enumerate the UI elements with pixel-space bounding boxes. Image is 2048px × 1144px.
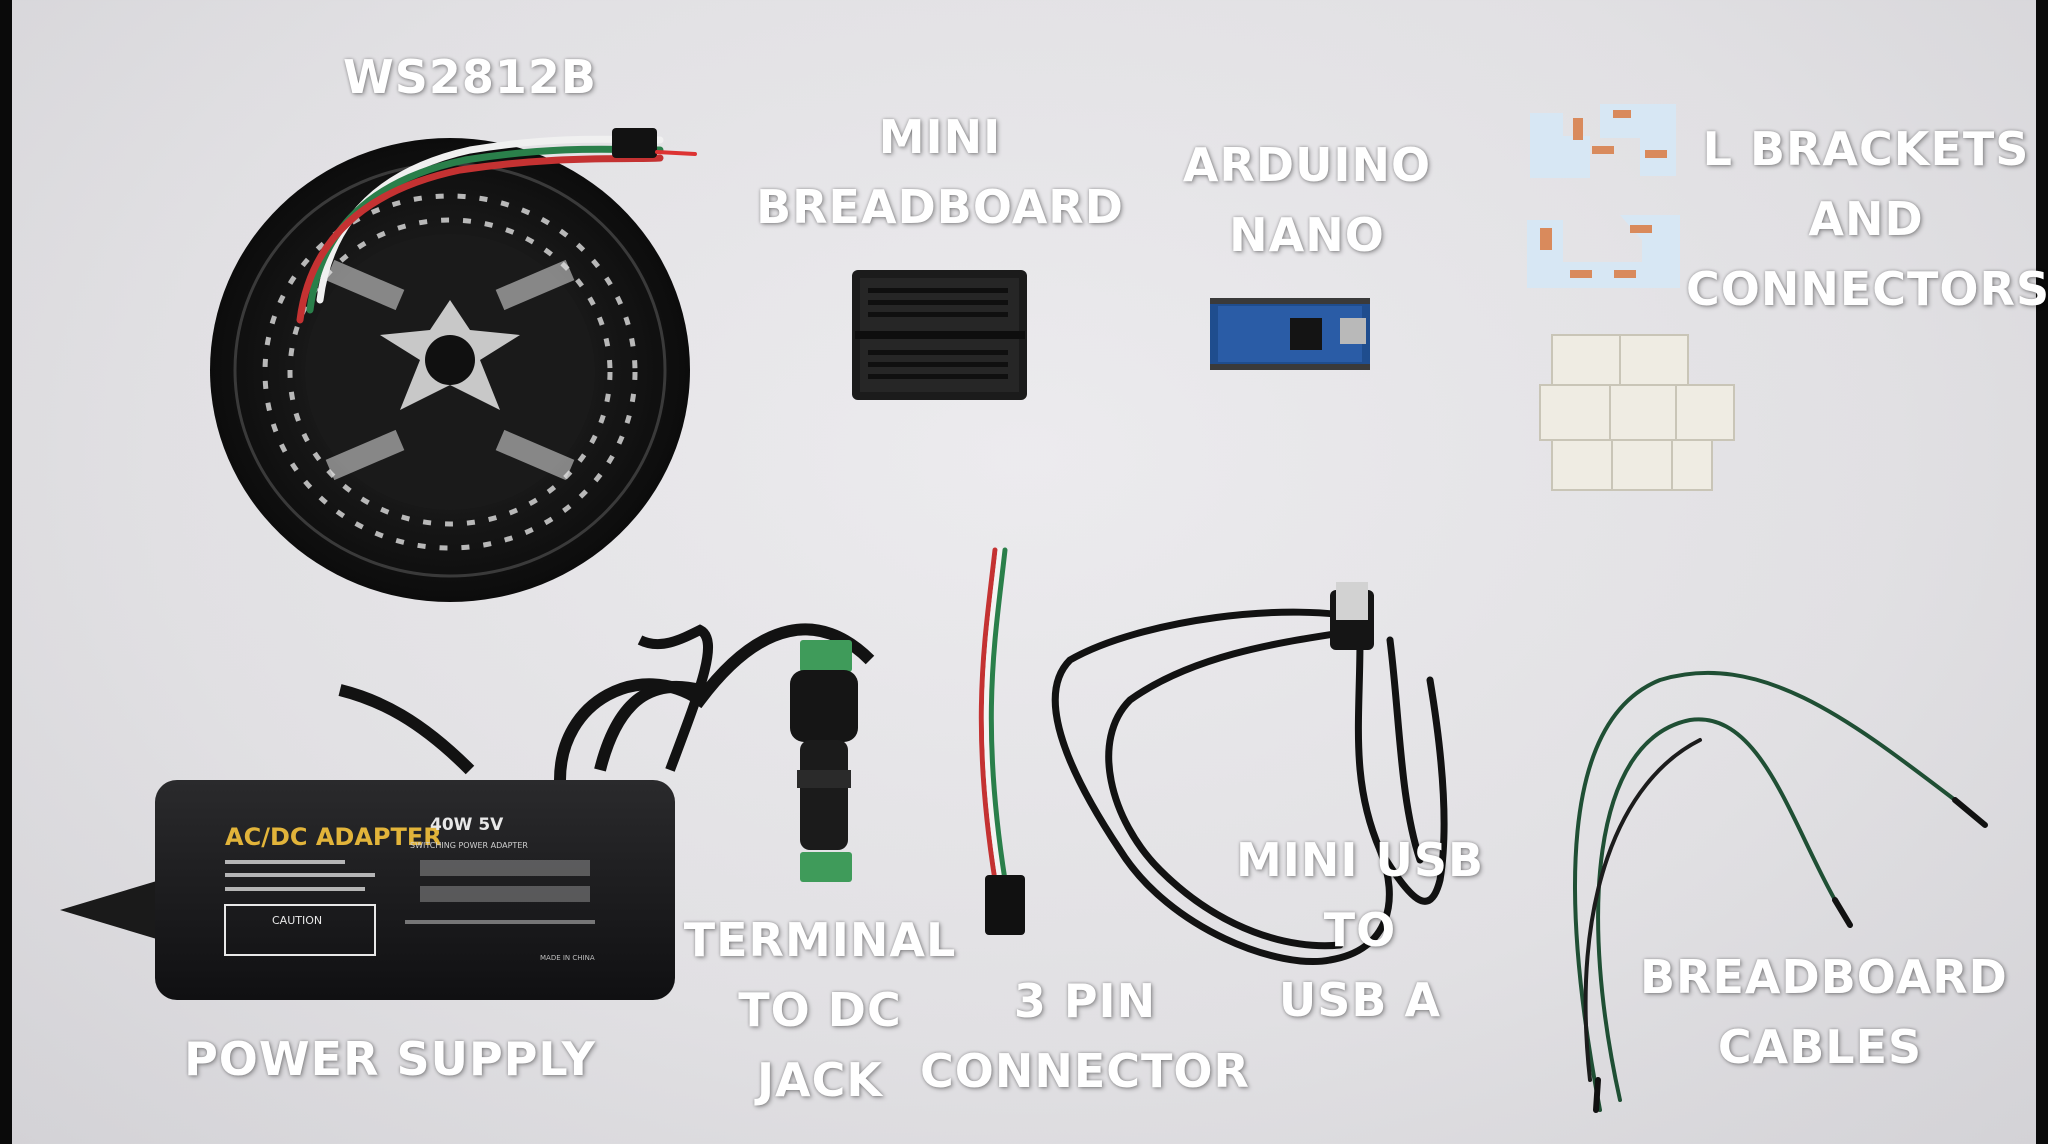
dc-terminal-jack: [790, 640, 858, 882]
breadboard-jumper-cables: [1573, 670, 1988, 1113]
adapter-caution-text: CAUTION: [272, 914, 322, 927]
label-ws2812b: WS2812B: [270, 42, 670, 112]
arduino-nano-board: [1210, 298, 1370, 370]
label-terminal-line-3: JACK: [756, 1053, 884, 1107]
l-brackets: [1527, 104, 1680, 288]
adapter-brand-text: AC/DC ADAPTER: [225, 823, 442, 851]
power-adapter: AC/DC ADAPTER 40W 5V SWITCHING POWER ADA…: [60, 623, 875, 1000]
adapter-subtitle-text: SWITCHING POWER ADAPTER: [410, 841, 528, 850]
label-3-pin-line-2: CONNECTOR: [920, 1044, 1250, 1098]
strip-connectors: [1539, 334, 1735, 491]
led-wires: [296, 128, 697, 324]
label-arduino-nano: ARDUINO NANO: [1157, 130, 1457, 270]
label-terminal-line-2: TO DC: [738, 983, 902, 1037]
label-power-supply: POWER SUPPLY: [180, 1024, 600, 1094]
led-strip-reel: [210, 138, 690, 602]
label-l-brackets-line-2: AND: [1808, 192, 1924, 246]
label-terminal-line-1: TERMINAL: [683, 913, 957, 967]
label-l-brackets: L BRACKETS AND CONNECTORS: [1686, 114, 2048, 324]
label-breadboard-cables-line-1: BREADBOARD: [1640, 950, 2008, 1004]
label-l-brackets-line-1: L BRACKETS: [1702, 122, 2030, 176]
label-breadboard-cables-line-2: CABLES: [1717, 1020, 1923, 1074]
label-mini-usb-line-1: MINI USB: [1235, 833, 1485, 887]
label-3-pin-connector: 3 PIN CONNECTOR: [905, 966, 1265, 1106]
label-3-pin-line-1: 3 PIN: [1013, 974, 1157, 1028]
label-breadboard-cables: BREADBOARD CABLES: [1640, 942, 2008, 1082]
three-pin-connector: [978, 547, 1025, 935]
left-letterbox: [0, 0, 12, 1144]
label-l-brackets-line-3: CONNECTORS: [1686, 262, 2048, 316]
label-power-supply-line: POWER SUPPLY: [184, 1032, 596, 1086]
label-mini-breadboard: MINI BREADBOARD: [740, 102, 1140, 242]
label-arduino-nano-line-1: ARDUINO: [1182, 138, 1432, 192]
label-arduino-nano-line-2: NANO: [1229, 208, 1385, 262]
label-mini-usb-line-2: TO: [1323, 903, 1397, 957]
label-terminal-dc-jack: TERMINAL TO DC JACK: [670, 905, 970, 1115]
label-mini-breadboard-line-1: MINI: [878, 110, 1002, 164]
label-mini-usb: MINI USB TO USB A: [1210, 825, 1510, 1035]
mini-breadboard: [852, 270, 1027, 400]
mini-usb-cable: [1051, 582, 1448, 965]
label-mini-breadboard-line-2: BREADBOARD: [756, 180, 1124, 234]
label-mini-usb-line-3: USB A: [1278, 973, 1442, 1027]
right-letterbox: [2036, 0, 2048, 1144]
label-ws2812b-line: WS2812B: [343, 50, 597, 104]
adapter-made-in-text: MADE IN CHINA: [540, 954, 595, 962]
adapter-rating-text: 40W 5V: [430, 815, 504, 835]
